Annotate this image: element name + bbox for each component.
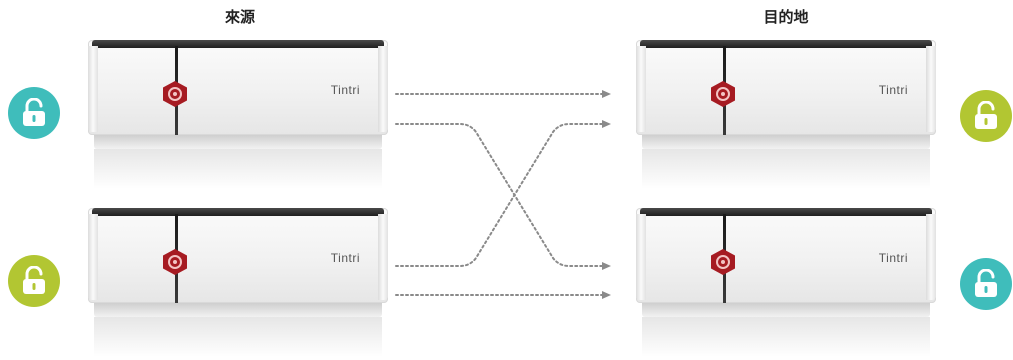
tintri-hex-logo-icon [163, 249, 187, 275]
tintri-hex-logo-icon [711, 81, 735, 107]
destination-header: 目的地 [763, 8, 809, 26]
source-header: 來源 [224, 8, 255, 26]
lock-open-icon [8, 255, 60, 307]
brand-label: Tintri [330, 83, 360, 97]
brand-label: Tintri [330, 251, 360, 265]
lock-open-icon [8, 87, 60, 139]
connection-source2-destination1 [395, 120, 611, 267]
destination-storage-unit-2: Tintri [636, 208, 936, 358]
lock-open-icon [960, 90, 1012, 142]
brand-label: Tintri [878, 251, 908, 265]
lock-open-icon [960, 258, 1012, 310]
source-storage-unit-1: Tintri [88, 40, 388, 190]
destination-storage-unit-1: Tintri [636, 40, 936, 190]
source-storage-unit-2: Tintri [88, 208, 388, 358]
connection-source1-destination2 [395, 123, 611, 270]
tintri-hex-logo-icon [711, 249, 735, 275]
tintri-hex-logo-icon [163, 81, 187, 107]
brand-label: Tintri [878, 83, 908, 97]
